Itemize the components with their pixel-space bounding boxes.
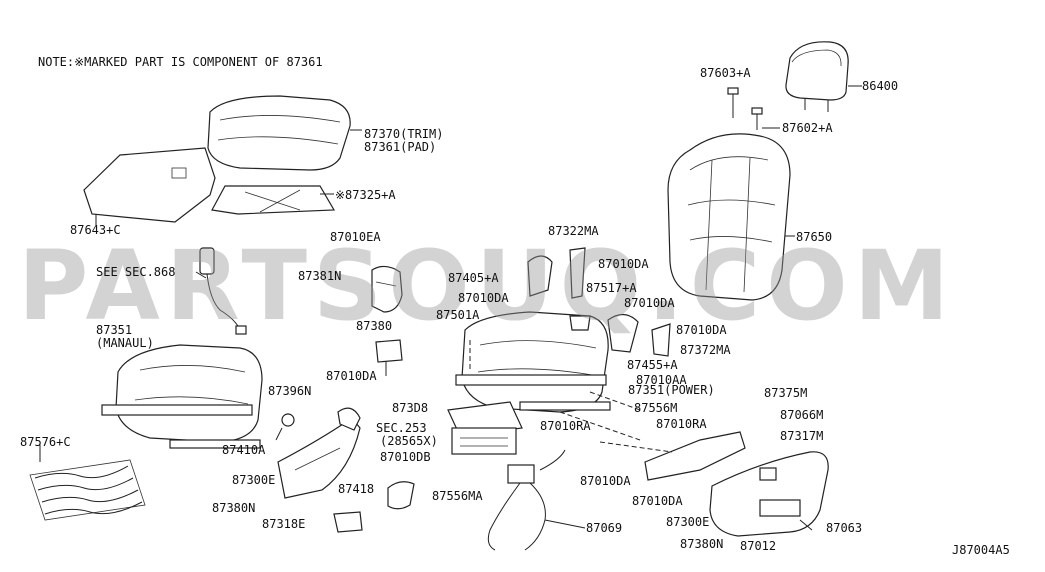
label-87643: 87643+C bbox=[70, 223, 121, 237]
label-87650: 87650 bbox=[796, 230, 833, 244]
recliner-cover-drawing bbox=[371, 265, 403, 376]
label-manual: (MANAUL) bbox=[96, 336, 154, 350]
label-87361: 87361(PAD) bbox=[364, 140, 437, 154]
label-87010ea: 87010EA bbox=[330, 230, 381, 244]
label-86400: 86400 bbox=[862, 79, 899, 93]
label-87351-manual: 87351 bbox=[96, 323, 133, 337]
label-87012: 87012 bbox=[740, 539, 777, 553]
label-87010da-6: 87010DA bbox=[580, 474, 631, 488]
label-28565x: (28565X) bbox=[380, 434, 438, 448]
seat-spring-drawing bbox=[29, 445, 146, 521]
label-87410a: 87410A bbox=[222, 443, 266, 457]
wire-harness-drawing bbox=[487, 449, 586, 551]
label-87010da-7: 87010DA bbox=[632, 494, 683, 508]
headrest-drawing bbox=[785, 41, 862, 112]
label-see-sec-868: SEE SEC.868 bbox=[96, 265, 176, 279]
label-87556m: 87556M bbox=[634, 401, 678, 415]
recliner-knob-drawing bbox=[275, 413, 295, 441]
label-873d8: 873D8 bbox=[392, 401, 429, 415]
label-87066m: 87066M bbox=[780, 408, 824, 422]
side-finisher-left-drawing bbox=[277, 407, 361, 499]
reference-lines bbox=[559, 391, 673, 453]
label-87010da-5: 87010DA bbox=[326, 369, 377, 383]
label-87501a: 87501A bbox=[436, 308, 480, 322]
diagram-id: J87004A5 bbox=[952, 543, 1010, 557]
label-87010ra-1: 87010RA bbox=[656, 417, 707, 431]
label-87063: 87063 bbox=[826, 521, 863, 535]
label-87300e-2: 87300E bbox=[666, 515, 710, 529]
label-87318e: 87318E bbox=[262, 517, 306, 531]
label-87455: 87455+A bbox=[627, 358, 678, 372]
side-finisher-power-drawing bbox=[644, 431, 829, 537]
recliner-lever-drawing bbox=[527, 247, 591, 331]
label-87322ma: 87322MA bbox=[548, 224, 599, 238]
label-87010db: 87010DB bbox=[380, 450, 431, 464]
label-87351-power: 87351(POWER) bbox=[628, 383, 715, 397]
seat-belt-buckle-drawing bbox=[195, 247, 247, 335]
label-87576: 87576+C bbox=[20, 435, 71, 449]
label-87381n: 87381N bbox=[298, 269, 342, 283]
label-87010da-3: 87010DA bbox=[624, 296, 675, 310]
label-87517: 87517+A bbox=[586, 281, 637, 295]
seat-cushion-drawing bbox=[207, 95, 362, 171]
label-87300e-1: 87300E bbox=[232, 473, 276, 487]
knob-drawing bbox=[387, 481, 415, 510]
cushion-mat-drawing bbox=[83, 147, 216, 225]
manual-seat-frame-drawing bbox=[101, 344, 263, 449]
label-87380n-1: 87380N bbox=[212, 501, 256, 515]
label-87010aa: 87010AA bbox=[636, 373, 687, 387]
label-87556ma: 87556MA bbox=[432, 489, 483, 503]
label-87010da-2: 87010DA bbox=[458, 291, 509, 305]
label-87405: 87405+A bbox=[448, 271, 499, 285]
label-87069: 87069 bbox=[586, 521, 623, 535]
label-87372ma: 87372MA bbox=[680, 343, 731, 357]
label-87010da-1: 87010DA bbox=[598, 257, 649, 271]
label-87010da-4: 87010DA bbox=[676, 323, 727, 337]
label-87375m: 87375M bbox=[764, 386, 808, 400]
label-87317m: 87317M bbox=[780, 429, 824, 443]
label-87418: 87418 bbox=[338, 482, 375, 496]
note-text: NOTE:※MARKED PART IS COMPONENT OF 87361 bbox=[38, 55, 323, 69]
label-87370: 87370(TRIM) bbox=[364, 127, 444, 141]
watermark: PARTSOUQ.COM bbox=[18, 230, 956, 342]
label-87396n: 87396N bbox=[268, 384, 312, 398]
recliner-cover-power-drawing bbox=[607, 313, 671, 357]
label-sec-253: SEC.253 bbox=[376, 421, 427, 435]
label-87325: ※87325+A bbox=[335, 188, 396, 202]
label-87010ra-2: 87010RA bbox=[540, 419, 591, 433]
headrest-guide-drawing bbox=[727, 87, 780, 130]
label-87603: 87603+A bbox=[700, 66, 751, 80]
lever-cover-drawing bbox=[333, 511, 363, 533]
seat-pad-drawing bbox=[211, 185, 336, 215]
label-87380n-2: 87380N bbox=[680, 537, 724, 551]
front-cover-drawing bbox=[447, 401, 523, 455]
label-87602: 87602+A bbox=[782, 121, 833, 135]
power-seat-frame-drawing bbox=[455, 311, 611, 413]
seat-back-drawing bbox=[667, 133, 795, 301]
label-87380: 87380 bbox=[356, 319, 393, 333]
